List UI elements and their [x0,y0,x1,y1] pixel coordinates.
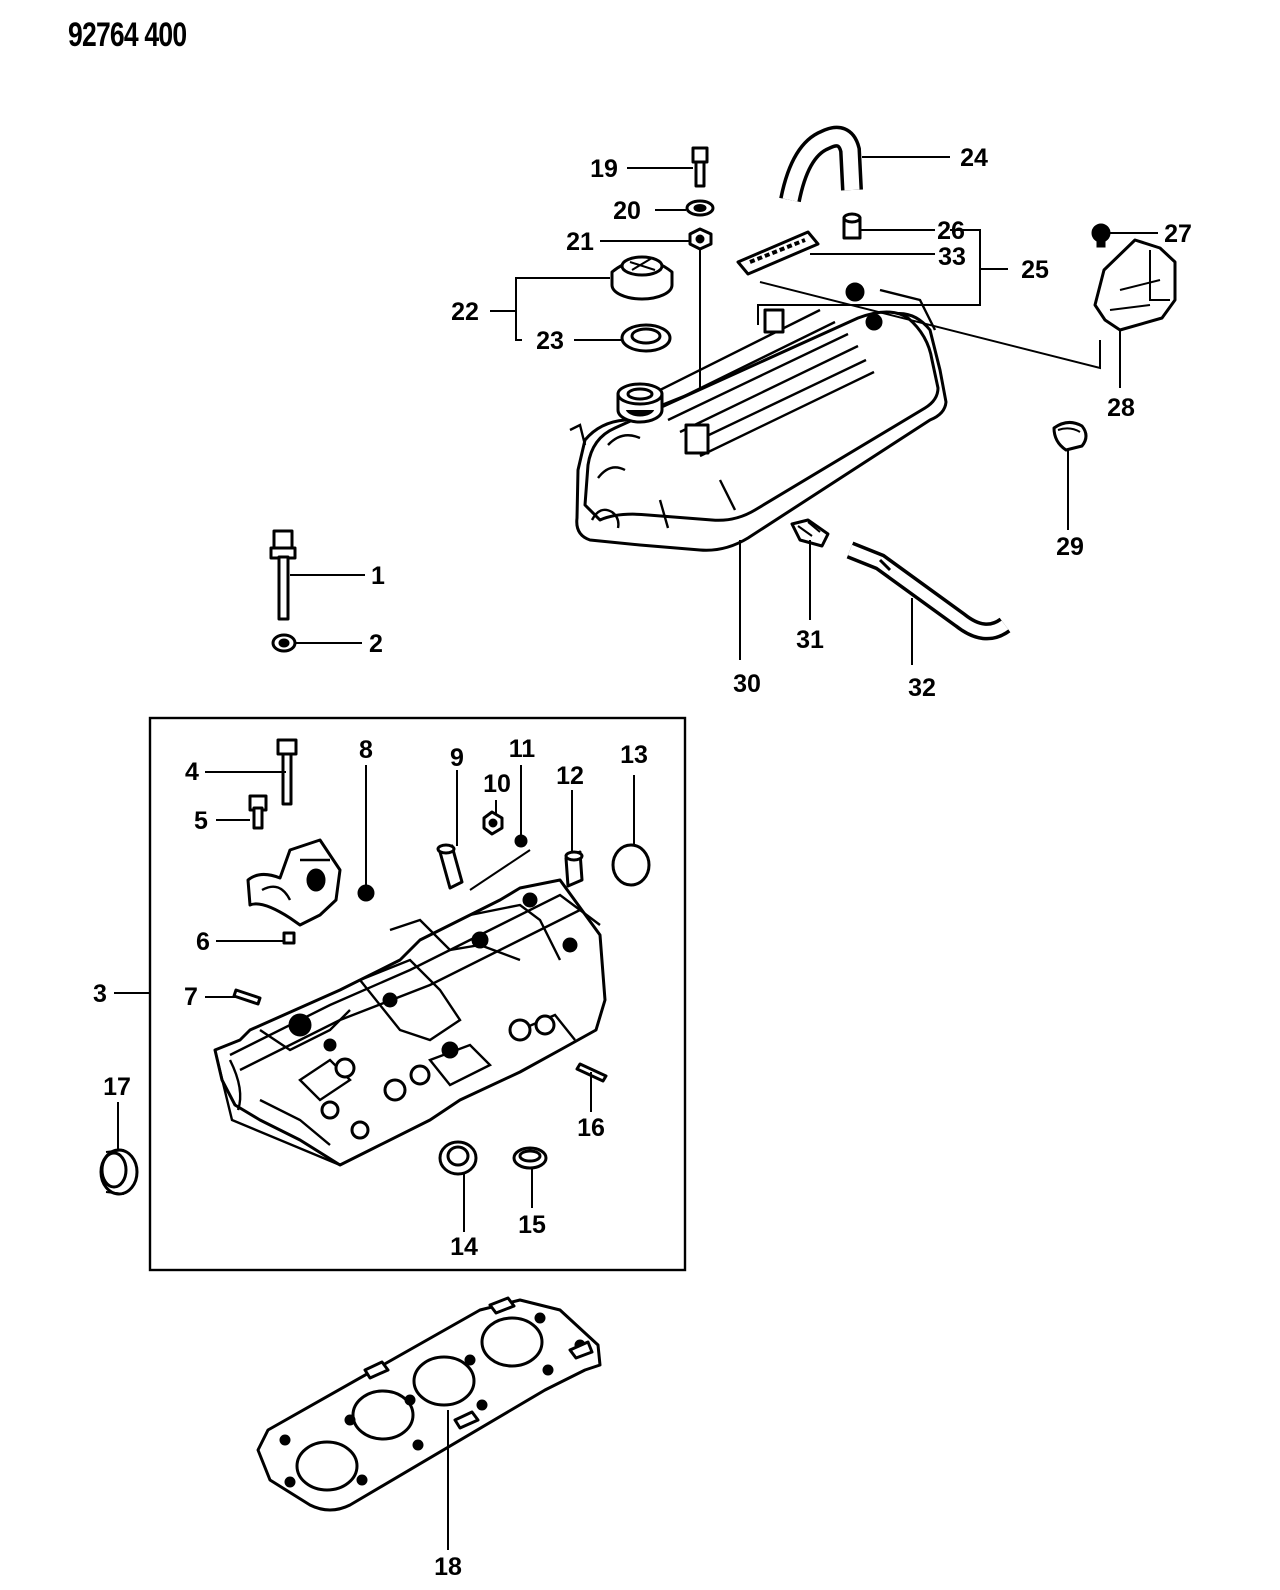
document-number: 92764 400 [68,16,187,54]
callout-12: 12 [556,762,584,790]
callout-6: 6 [196,928,210,956]
part-29-cap [1052,421,1088,452]
part-7-dowel-pin [232,988,262,1006]
part-27-screw [1091,223,1111,248]
callout-21: 21 [566,228,594,256]
part-19-bolt [691,146,709,188]
part-12-sleeve [564,850,584,888]
callout-2: 2 [369,630,383,658]
part-8-plug [357,884,375,902]
part-15-seal [512,1146,548,1170]
callout-22: 22 [451,298,479,326]
callout-28: 28 [1107,394,1135,422]
part-2-washer [271,633,297,653]
part-23-cap-gasket [620,323,672,353]
part-21-seal [688,227,713,251]
callout-24: 24 [960,144,988,172]
callout-27: 27 [1164,220,1192,248]
part-33-baffle-plate [736,230,820,276]
callout-29: 29 [1056,533,1084,561]
part-5-bolt [248,794,268,830]
callout-26: 26 [937,217,965,245]
callout-10: 10 [483,770,511,798]
part-10-nut [482,810,504,836]
part-camshaft-bearing-cap [246,838,342,927]
callout-15: 15 [518,1211,546,1239]
callout-25: 25 [1021,256,1049,284]
part-20-washer [685,199,715,217]
part-22-oil-filler-cap [610,255,674,301]
callout-16: 16 [577,1114,605,1142]
callout-30: 30 [733,670,761,698]
part-18-head-gasket [256,1296,602,1512]
callout-1: 1 [371,562,385,590]
callout-11: 11 [509,735,536,763]
callout-33: 33 [938,243,966,271]
callout-5: 5 [194,807,208,835]
callout-19: 19 [590,155,618,183]
part-1-head-bolt [269,529,297,621]
part-31-pcv-valve [790,518,830,548]
callout-20: 20 [613,197,641,225]
part-13-cap [611,843,651,887]
callout-18: 18 [434,1553,462,1581]
callout-14: 14 [450,1233,478,1261]
callout-9: 9 [450,744,464,772]
part-26-grommet [842,212,862,240]
part-11-pin [514,834,528,848]
callout-17: 17 [103,1073,131,1101]
callout-7: 7 [184,983,198,1011]
callout-23: 23 [536,327,564,355]
part-4-bolt [276,738,298,806]
part-17-oil-seal [99,1148,139,1196]
part-14-seal [438,1140,478,1176]
part-24-hose [779,125,863,203]
callout-8: 8 [359,736,373,764]
callout-13: 13 [620,741,648,769]
callout-31: 31 [796,626,824,654]
part-30-rocker-cover [569,282,948,552]
part-9-sleeve [436,843,464,890]
callout-labels: 1 2 3 4 5 6 7 8 9 10 11 12 13 14 15 16 1… [93,144,1192,1581]
callout-4: 4 [185,758,199,786]
callout-32: 32 [908,674,936,702]
part-3-cylinder-head [213,849,607,1167]
part-6-plug [282,931,296,945]
callout-3: 3 [93,980,107,1008]
part-32-hose [846,541,1011,641]
leader-lines [114,156,1158,1550]
part-28-shield [1093,238,1177,332]
